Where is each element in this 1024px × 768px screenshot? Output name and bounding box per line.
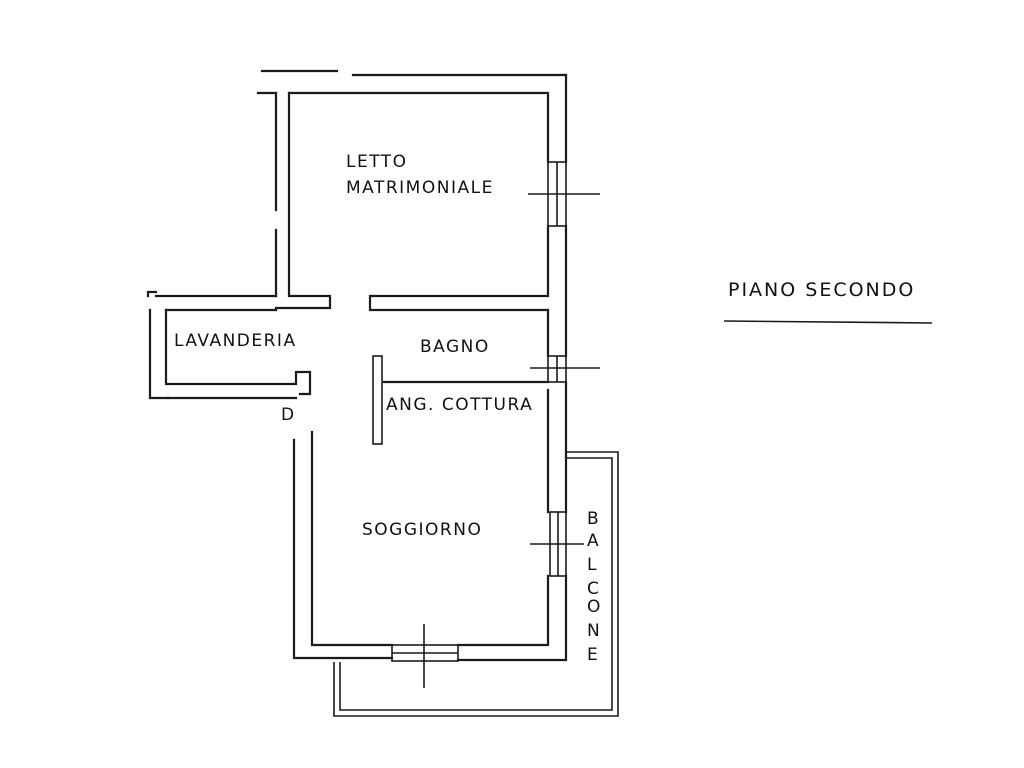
label-letto: LETTO (346, 152, 408, 172)
room-lavanderia (146, 290, 312, 400)
door-balcone (391, 624, 459, 688)
balcone-letter: E (587, 645, 599, 665)
window-letto (528, 161, 600, 227)
balcone (333, 451, 619, 717)
label-soggiorno: SOGGIORNO (362, 520, 482, 540)
label-bagno: BAGNO (420, 337, 490, 357)
balcone-letter: O (587, 597, 602, 617)
label-balcone: B A L C O N E (587, 509, 602, 665)
balcone-letter: A (587, 531, 600, 551)
partition-cottura (372, 355, 383, 445)
room-letto (274, 73, 568, 312)
plan-title: PIANO SECONDO (728, 279, 915, 301)
top-wall-stubs (256, 69, 568, 95)
balcone-letter: C (587, 579, 600, 599)
entrance-mark: D (281, 405, 296, 425)
label-lavanderia: LAVANDERIA (174, 331, 297, 351)
balcone-letter: N (587, 621, 601, 641)
balcone-letter: B (587, 509, 600, 529)
label-matrimoniale: MATRIMONIALE (346, 178, 494, 198)
balcone-letter: L (587, 555, 598, 575)
title-underline (723, 320, 933, 324)
room-soggiorno (292, 388, 568, 662)
window-soggiorno (530, 511, 584, 577)
label-ang-cottura: ANG. COTTURA (386, 395, 533, 415)
window-bagno (530, 355, 600, 383)
room-bagno (382, 308, 550, 384)
